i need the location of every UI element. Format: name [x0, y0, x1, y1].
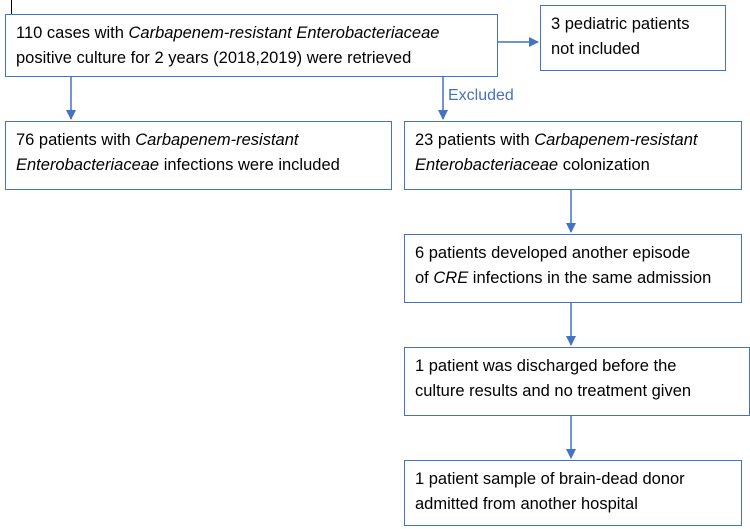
excluded-label: Excluded: [448, 87, 514, 104]
discharged-box: 1 patient was discharged before the cult…: [404, 347, 750, 416]
text-cursor: [11, 0, 12, 16]
retrieved-cases-box: 110 cases with Carbapenem-resistant Ente…: [5, 14, 498, 77]
brain-dead-donor-box: 1 patient sample of brain-dead donor adm…: [404, 460, 742, 526]
pediatric-excluded-box: 3 pediatric patients not included: [540, 5, 726, 71]
another-episode-box: 6 patients developed another episode of …: [404, 234, 742, 303]
included-patients-box: 76 patients with Carbapenem-resistant En…: [5, 121, 392, 190]
colonization-box: 23 patients with Carbapenem-resistant En…: [404, 121, 742, 190]
